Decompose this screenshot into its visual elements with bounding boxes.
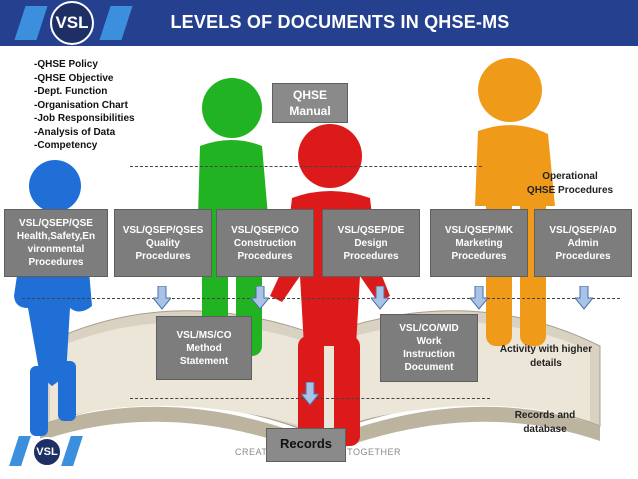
logo-stripe-right xyxy=(99,6,133,40)
activity-details-label: Activity with higher details xyxy=(499,344,593,369)
records-box: Records xyxy=(266,428,346,462)
procedure-box-quality: VSL/QSEP/QSES Quality Procedures xyxy=(114,209,212,277)
footer-tagline: CREATING SOLUTIONS TOGETHER xyxy=(234,447,402,457)
policy-item: -Organisation Chart xyxy=(34,99,128,111)
dashed-separator-top xyxy=(130,166,482,167)
policy-item: -Dept. Function xyxy=(34,86,108,97)
dashed-separator-middle xyxy=(22,298,620,299)
policy-item: -Job Responsibilities xyxy=(34,113,135,124)
operational-procedures-label: Operational QHSE Procedures xyxy=(526,171,614,196)
policy-item: -Analysis of Data xyxy=(34,126,116,138)
method-statement-box: VSL/MS/CO Method Statement xyxy=(156,316,252,380)
procedure-box-design: VSL/QSEP/DE Design Procedures xyxy=(322,209,420,277)
work-instruction-box: VSL/CO/WID Work Instruction Document xyxy=(380,314,478,382)
down-arrow-icon xyxy=(301,382,319,406)
logo-stripe-left xyxy=(14,6,48,40)
procedure-box-admin: VSL/QSEP/AD Admin Procedures xyxy=(534,209,632,277)
header-bar: VSL LEVELS OF DOCUMENTS IN QHSE-MS xyxy=(0,0,638,46)
policy-item: -Competency xyxy=(34,140,98,151)
policy-item: -QHSE Policy xyxy=(34,59,98,70)
down-arrow-icon xyxy=(153,286,171,310)
procedure-box-construction: VSL/QSEP/CO Construction Procedures xyxy=(216,209,314,277)
vsl-logo: VSL xyxy=(50,1,94,45)
policy-list: -QHSE Policy -QHSE Objective -Dept. Func… xyxy=(34,58,135,153)
down-arrow-icon xyxy=(470,286,488,310)
records-database-label: Records and database xyxy=(514,410,576,435)
down-arrow-icon xyxy=(371,286,389,310)
page-title: LEVELS OF DOCUMENTS IN QHSE-MS xyxy=(170,12,510,32)
qhse-manual-box: QHSE Manual xyxy=(272,83,348,123)
down-arrow-icon xyxy=(575,286,593,310)
footer-vsl-logo: VSL xyxy=(32,437,62,467)
procedure-box-marketing: VSL/QSEP/MK Marketing Procedures xyxy=(430,209,528,277)
procedure-box-hse: VSL/QSEP/QSE Health,Safety,En vironmenta… xyxy=(4,209,108,277)
policy-item: -QHSE Objective xyxy=(34,72,114,84)
down-arrow-icon xyxy=(251,286,269,310)
